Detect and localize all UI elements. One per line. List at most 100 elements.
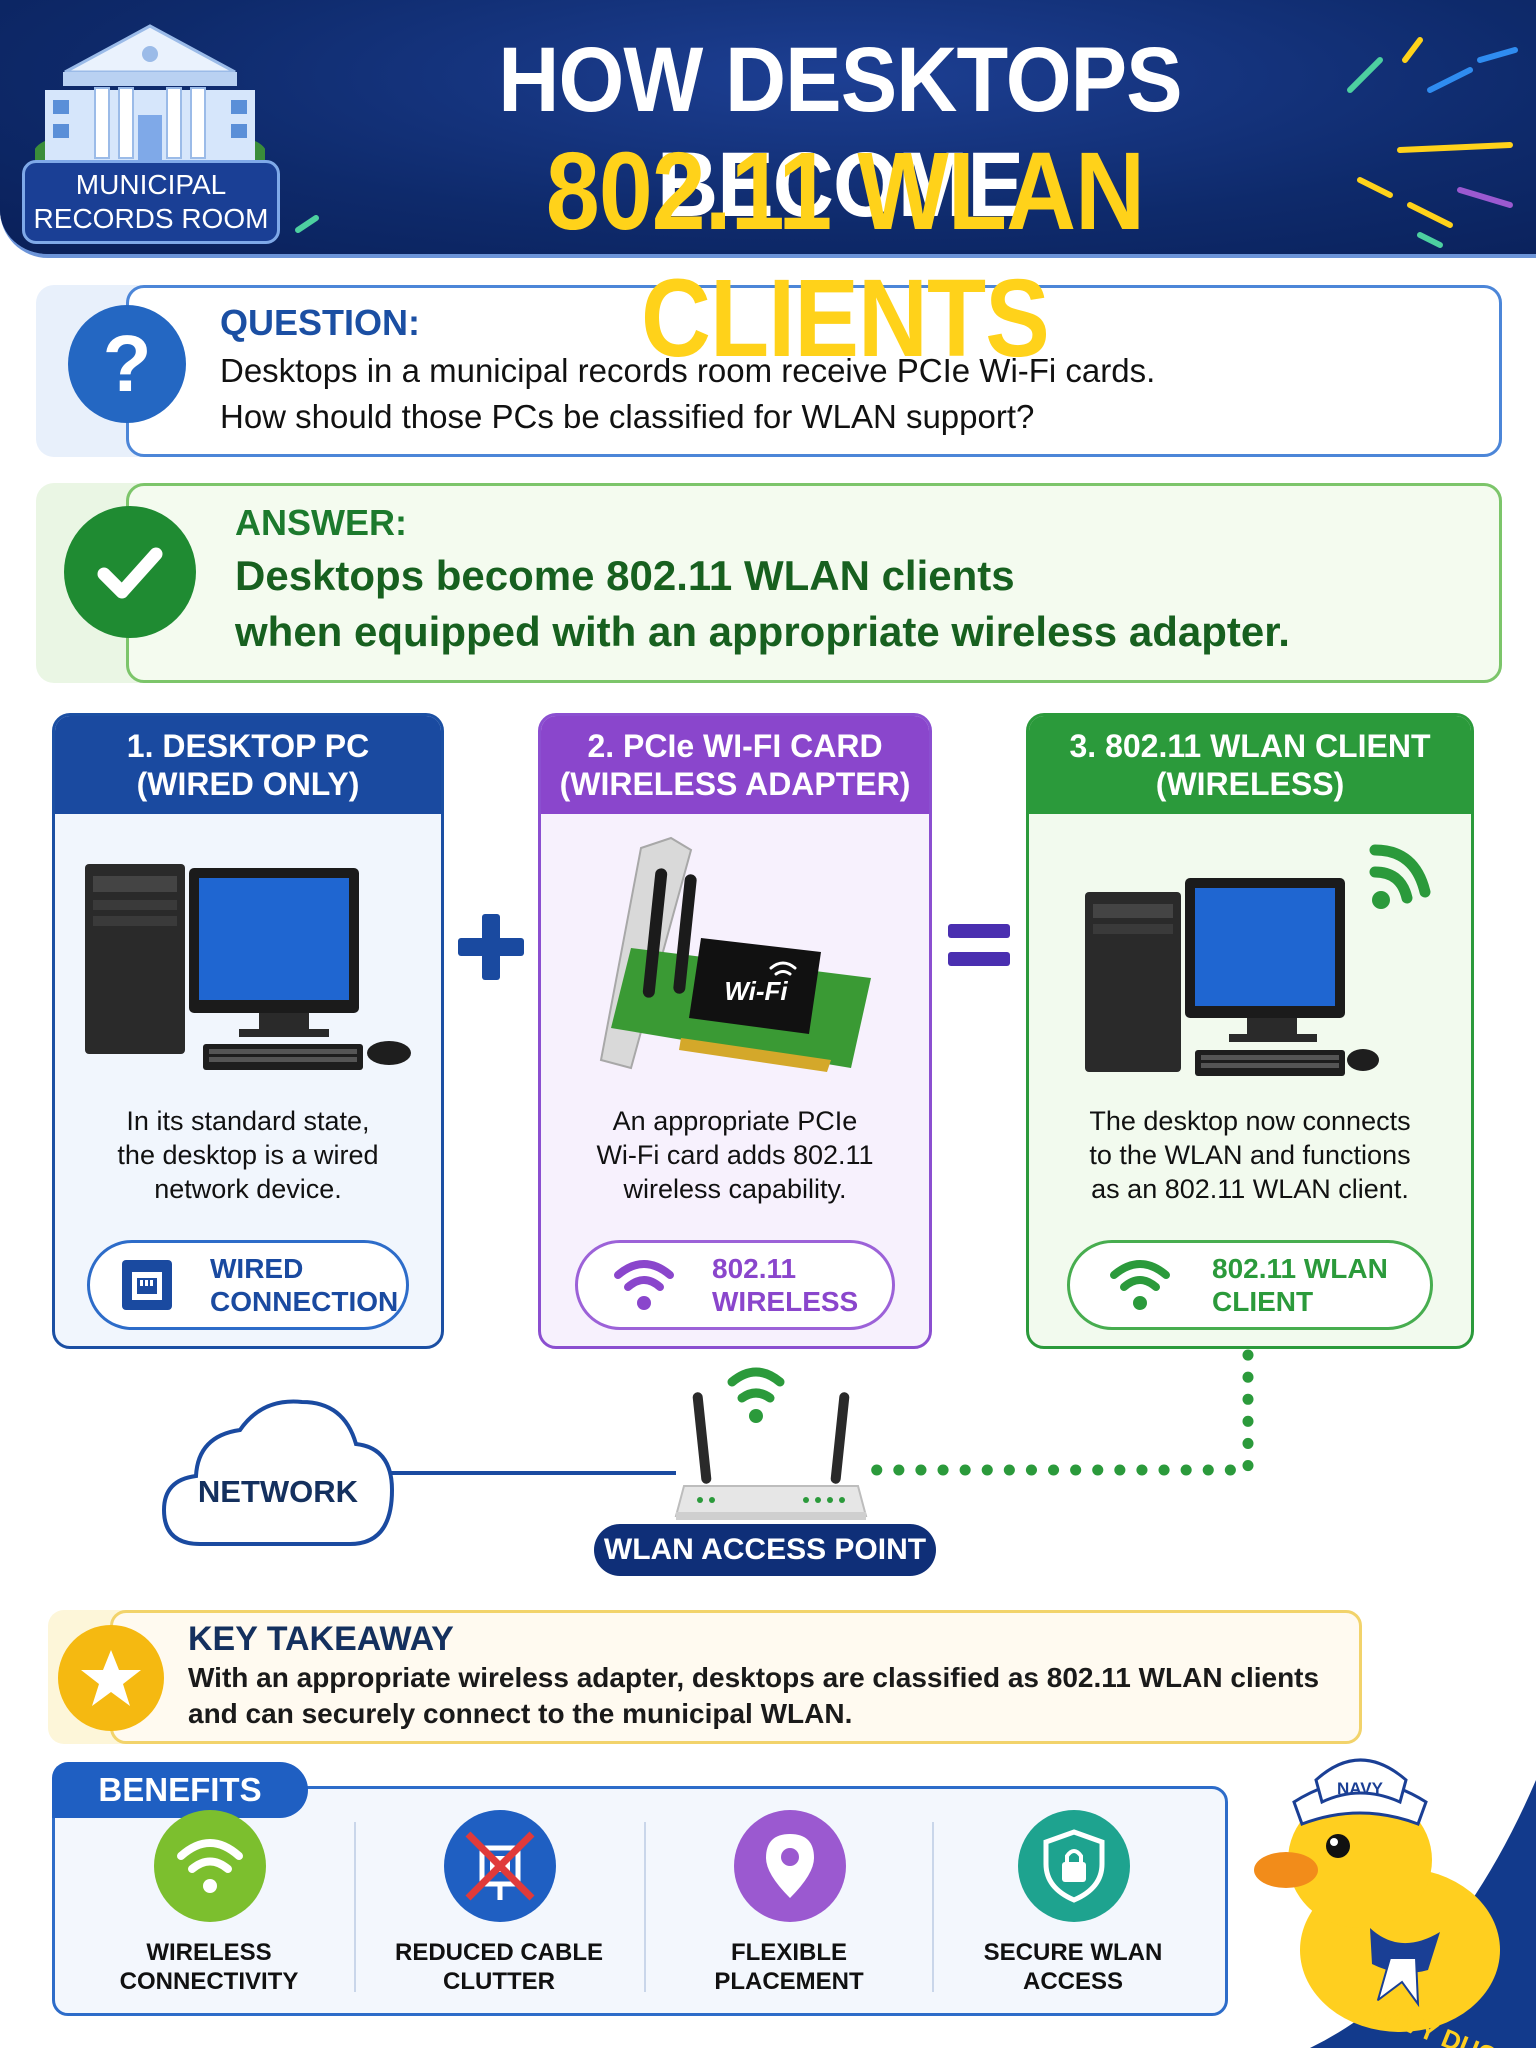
answer-label: ANSWER: bbox=[235, 502, 407, 543]
wired-connection-badge: WIRED CONNECTION bbox=[87, 1240, 409, 1330]
pill-label: 802.11 WLAN CLIENT bbox=[1212, 1252, 1388, 1318]
step-desc-line: The desktop now connects bbox=[1089, 1106, 1411, 1136]
step-panel-wifi-card: 2. PCIe WI-FI CARD (WIRELESS ADAPTER) Wi… bbox=[538, 713, 932, 1349]
badge-line1: MUNICIPAL bbox=[75, 169, 227, 200]
step-desc-line: as an 802.11 WLAN client. bbox=[1091, 1174, 1409, 1204]
pill-line: WIRELESS bbox=[712, 1286, 859, 1317]
benefit-line: CLUTTER bbox=[443, 1968, 555, 1995]
pill-line: 802.11 bbox=[712, 1253, 797, 1284]
divider bbox=[354, 1822, 356, 1992]
wifi-signal-icon bbox=[1369, 844, 1431, 909]
benefit-line: ACCESS bbox=[1022, 1968, 1124, 1995]
benefit-line: REDUCED CABLE bbox=[394, 1939, 603, 1966]
benefits-label: BENEFITS bbox=[52, 1762, 308, 1818]
question-mark-icon: ? bbox=[68, 305, 186, 423]
pill-line: 802.11 WLAN bbox=[1212, 1253, 1388, 1284]
question-label: QUESTION: bbox=[220, 302, 421, 343]
wlan-client-badge: 802.11 WLAN CLIENT bbox=[1067, 1240, 1433, 1330]
pill-label: 802.11 WIRELESS bbox=[712, 1252, 858, 1318]
divider bbox=[932, 1822, 934, 1992]
divider bbox=[644, 1822, 646, 1992]
answer-card bbox=[126, 483, 1502, 683]
step-desc-line: the desktop is a wired bbox=[117, 1140, 379, 1170]
step-panel-desktop: 1. DESKTOP PC (WIRED ONLY) In its standa… bbox=[52, 713, 444, 1349]
location-pin-icon bbox=[734, 1810, 846, 1922]
benefit-line: WIRELESS bbox=[146, 1939, 272, 1966]
wireless-badge: 802.11 WIRELESS bbox=[575, 1240, 895, 1330]
takeaway-label: KEY TAKEAWAY bbox=[188, 1620, 454, 1658]
wifi-card-label: Wi-Fi bbox=[724, 976, 788, 1006]
page-title-line2: 802.11 WLAN CLIENTS bbox=[545, 130, 1145, 380]
question-card bbox=[126, 285, 1502, 457]
sparkle-decoration bbox=[1347, 37, 1518, 248]
answer-line1: Desktops become 802.11 WLAN clients bbox=[235, 552, 1015, 599]
step-title: 3. 802.11 WLAN CLIENT bbox=[1069, 728, 1431, 764]
benefit-secure-access: SECURE WLAN ACCESS bbox=[928, 1810, 1218, 2000]
no-cable-icon bbox=[444, 1810, 556, 1922]
cloud-label: NETWORK bbox=[198, 1474, 359, 1509]
benefit-label: REDUCED CABLE CLUTTER bbox=[354, 1938, 644, 1996]
takeaway-line: and can securely connect to the municipa… bbox=[188, 1698, 853, 1729]
benefit-flexible-placement: FLEXIBLE PLACEMENT bbox=[644, 1810, 934, 2000]
answer-line2: when equipped with an appropriate wirele… bbox=[235, 608, 1290, 655]
pill-line: WIRED bbox=[210, 1253, 304, 1284]
access-point-label: WLAN ACCESS POINT bbox=[594, 1524, 936, 1576]
benefit-wireless-connectivity: WIRELESS CONNECTIVITY bbox=[64, 1810, 354, 2000]
answer-text: Desktops become 802.11 WLAN clients when… bbox=[235, 548, 1475, 660]
step-description: The desktop now connects to the WLAN and… bbox=[1039, 1104, 1461, 1206]
question-text: Desktops in a municipal records room rec… bbox=[220, 348, 1460, 440]
page-title-line1: HOW DESKTOPS BECOME bbox=[498, 29, 1182, 236]
ethernet-port-icon bbox=[122, 1260, 172, 1310]
step-header: 2. PCIe WI-FI CARD (WIRELESS ADAPTER) bbox=[541, 716, 929, 814]
desktop-pc-icon bbox=[85, 864, 411, 1070]
pill-line: CONNECTION bbox=[210, 1286, 399, 1317]
step-subtitle: (WIRELESS ADAPTER) bbox=[559, 766, 911, 802]
star-icon bbox=[58, 1625, 164, 1731]
benefit-line: SECURE WLAN bbox=[983, 1939, 1163, 1966]
step-header: 1. DESKTOP PC (WIRED ONLY) bbox=[55, 716, 441, 814]
question-line1: Desktops in a municipal records room rec… bbox=[220, 352, 1156, 389]
step-desc-line: wireless capability. bbox=[623, 1174, 847, 1204]
badge-line2: RECORDS ROOM bbox=[33, 203, 269, 234]
benefit-line: FLEXIBLE bbox=[730, 1939, 847, 1966]
desktop-pc-icon bbox=[1085, 878, 1379, 1076]
step-panel-wlan-client: 3. 802.11 WLAN CLIENT (WIRELESS) The des… bbox=[1026, 713, 1474, 1349]
benefit-line: PLACEMENT bbox=[714, 1968, 864, 1995]
step-title: 1. DESKTOP PC bbox=[126, 728, 370, 764]
plus-icon bbox=[458, 914, 524, 980]
step-desc-line: Wi-Fi card adds 802.11 bbox=[596, 1140, 874, 1170]
pill-line: CLIENT bbox=[1212, 1286, 1314, 1317]
wifi-icon bbox=[154, 1810, 266, 1922]
step-desc-line: network device. bbox=[154, 1174, 342, 1204]
benefit-label: WIRELESS CONNECTIVITY bbox=[64, 1938, 354, 1996]
checkmark-icon bbox=[64, 506, 196, 638]
step-desc-line: An appropriate PCIe bbox=[612, 1106, 858, 1136]
location-badge: MUNICIPAL RECORDS ROOM bbox=[22, 160, 280, 244]
wifi-icon bbox=[614, 1260, 674, 1310]
step-desc-line: to the WLAN and functions bbox=[1089, 1140, 1411, 1170]
benefit-label: SECURE WLAN ACCESS bbox=[928, 1938, 1218, 1996]
navy-duck-mascot: NAVY NAVY DUCK bbox=[1254, 1758, 1536, 2048]
step-description: In its standard state, the desktop is a … bbox=[65, 1104, 431, 1206]
benefit-reduced-clutter: REDUCED CABLE CLUTTER bbox=[354, 1810, 644, 2000]
city-hall-icon bbox=[35, 24, 265, 170]
sparkle-decoration bbox=[295, 215, 319, 233]
benefit-line: CONNECTIVITY bbox=[119, 1968, 299, 1995]
step-subtitle: (WIRELESS) bbox=[1155, 766, 1345, 802]
takeaway-text: With an appropriate wireless adapter, de… bbox=[188, 1660, 1348, 1732]
step-desc-line: In its standard state, bbox=[126, 1106, 370, 1136]
step-subtitle: (WIRED ONLY) bbox=[136, 766, 360, 802]
step-description: An appropriate PCIe Wi-Fi card adds 802.… bbox=[551, 1104, 919, 1206]
step-title: 2. PCIe WI-FI CARD bbox=[587, 728, 883, 764]
question-line2: How should those PCs be classified for W… bbox=[220, 398, 1035, 435]
equals-icon bbox=[948, 924, 1010, 966]
router-icon bbox=[674, 1392, 868, 1520]
step-header: 3. 802.11 WLAN CLIENT (WIRELESS) bbox=[1029, 716, 1471, 814]
takeaway-line: With an appropriate wireless adapter, de… bbox=[188, 1662, 1320, 1693]
network-diagram: NETWORK bbox=[161, 1349, 1254, 1546]
pcie-wifi-card-icon: Wi-Fi bbox=[599, 836, 871, 1072]
takeaway-card bbox=[110, 1610, 1362, 1744]
wifi-icon bbox=[727, 1367, 785, 1403]
shield-lock-icon bbox=[1018, 1810, 1130, 1922]
wireless-link bbox=[860, 1349, 1254, 1476]
